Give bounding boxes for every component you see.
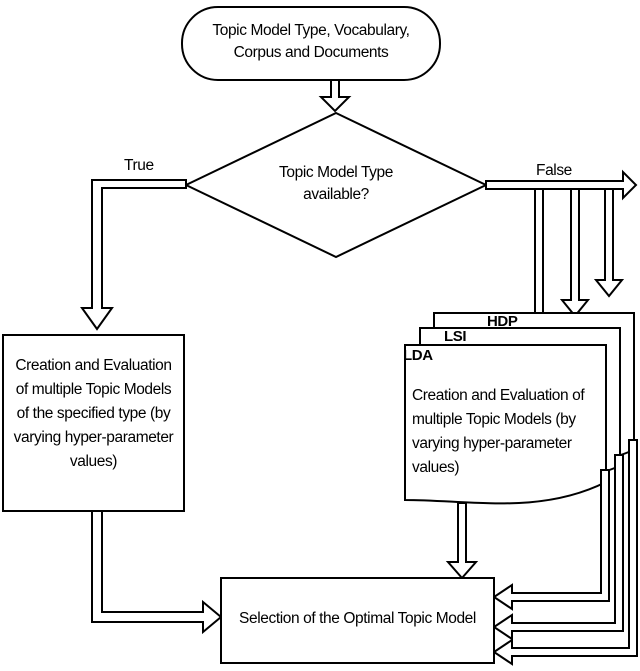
doc-body-line: values) bbox=[412, 459, 460, 476]
doc-body-label: Creation and Evaluation of multiple Topi… bbox=[412, 384, 604, 480]
doc-body-line: Creation and Evaluation of bbox=[412, 387, 585, 404]
decision-line2: available? bbox=[303, 186, 369, 203]
arrow-false-to-lsi bbox=[559, 188, 591, 318]
left-box-line: Creation and Evaluation bbox=[15, 357, 172, 374]
decision-label: Topic Model Type available? bbox=[236, 162, 436, 206]
doc-body-line: varying hyper-parameter bbox=[412, 435, 572, 452]
doc-tab-hdp: HDP bbox=[487, 313, 518, 330]
doc-body-line: multiple Topic Models (by bbox=[412, 411, 576, 428]
end-process-box bbox=[220, 577, 495, 664]
doc-tab-lda: LDA bbox=[403, 347, 433, 364]
left-box-line: varying hyper-parameter bbox=[13, 429, 174, 446]
arrow-left-to-end bbox=[91, 510, 223, 635]
start-node-label: Topic Model Type, Vocabulary, Corpus and… bbox=[182, 20, 440, 64]
left-box-line: values) bbox=[69, 453, 118, 470]
start-node-line2: Corpus and Documents bbox=[233, 44, 389, 61]
arrow-true-branch bbox=[80, 179, 187, 331]
left-box-line: of multiple Topic Models bbox=[15, 381, 172, 398]
arrow-return-lsi bbox=[492, 454, 624, 641]
arrow-false-branch bbox=[485, 169, 638, 201]
end-node-label: Selection of the Optimal Topic Model bbox=[239, 610, 476, 627]
decision-diamond bbox=[183, 111, 489, 259]
arrow-return-lda bbox=[492, 469, 610, 611]
arrow-return-hdp bbox=[492, 439, 638, 666]
arrow-doc-to-end bbox=[445, 502, 479, 580]
start-terminator bbox=[181, 6, 441, 81]
left-box-label: Creation and Evaluation of multiple Topi… bbox=[3, 354, 184, 474]
true-branch-label: True bbox=[124, 157, 154, 174]
arrow-false-to-hdp bbox=[593, 188, 625, 298]
doc-tab-lsi: LSI bbox=[444, 328, 467, 345]
arrow-start-to-decision bbox=[318, 79, 352, 113]
left-box-line: of the specified type (by bbox=[16, 405, 171, 422]
decision-line1: Topic Model Type bbox=[279, 164, 393, 181]
false-branch-label: False bbox=[536, 162, 572, 179]
start-node-line1: Topic Model Type, Vocabulary, bbox=[212, 22, 410, 39]
